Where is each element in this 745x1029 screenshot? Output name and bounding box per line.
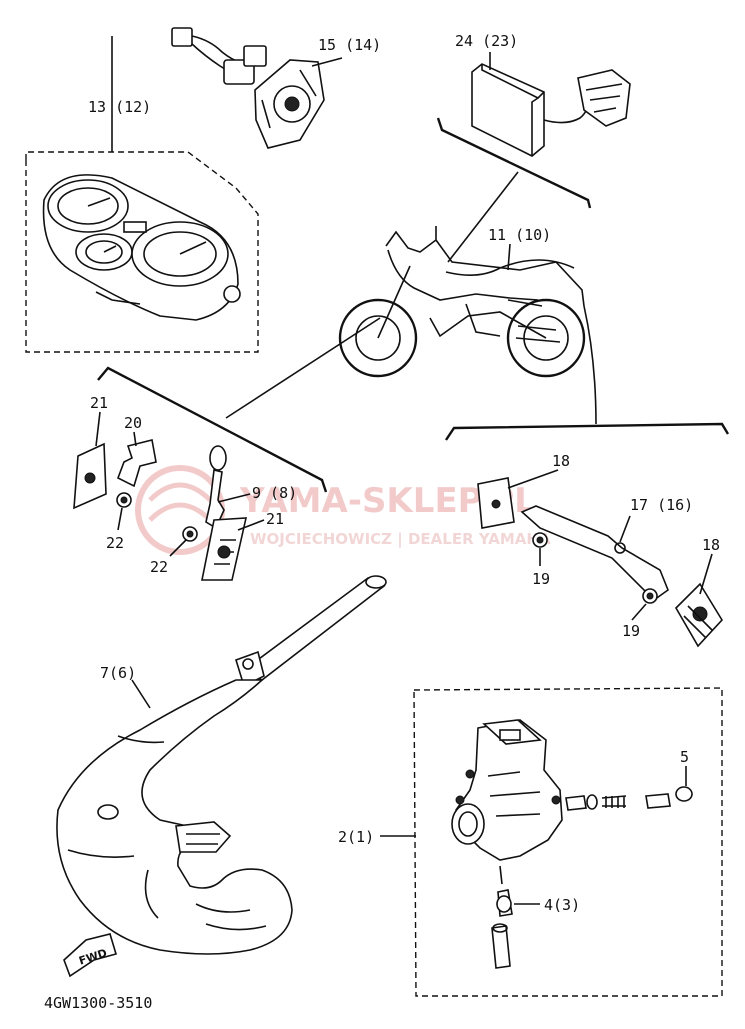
leader-21a	[95, 411, 101, 447]
leader-18b	[699, 553, 713, 595]
label-22a: 22	[106, 534, 124, 552]
part-11-motorcycle-body	[338, 226, 586, 378]
leader-19b	[631, 603, 647, 621]
group-bracket-24	[436, 117, 592, 209]
label-24: 24 (23)	[455, 32, 518, 50]
leader-21b	[237, 519, 265, 531]
label-18a: 18	[552, 452, 570, 470]
part-22-nut-a	[116, 492, 132, 508]
fwd-arrow-icon: FWD	[63, 933, 118, 978]
part-21-reflector-left	[73, 442, 107, 510]
part-7-exhaust-chamber	[56, 575, 387, 955]
group-bracket-left	[97, 366, 328, 493]
part-15-handlebar-switch	[171, 27, 325, 149]
leader-front	[225, 317, 381, 419]
label-5: 5	[680, 748, 689, 766]
label-19a: 19	[532, 570, 550, 588]
watermark-subtitle: WOJCIECHOWICZ | DEALER YAMAHA	[250, 530, 551, 549]
part-21-reflector-right	[201, 517, 248, 581]
label-21b: 21	[266, 510, 284, 528]
leader-11	[507, 243, 511, 271]
leader-18a	[507, 469, 559, 489]
part-2-carburetor-assembly	[413, 687, 723, 997]
label-15: 15 (14)	[318, 36, 381, 54]
label-7: 7(6)	[100, 664, 136, 682]
label-13: 13 (12)	[88, 98, 151, 116]
label-18b: 18	[702, 536, 720, 554]
part-20-bracket	[116, 439, 157, 488]
diagram-code: 4GW1300-3510	[44, 994, 152, 1012]
label-9: 9 (8)	[252, 484, 297, 502]
label-20: 20	[124, 414, 142, 432]
part-17-license-bracket	[520, 505, 669, 602]
leader-17	[619, 515, 631, 543]
part-18-reflector-bottom	[674, 582, 723, 648]
leader-7	[131, 679, 151, 709]
label-19b: 19	[622, 622, 640, 640]
leader-rear	[583, 305, 597, 425]
part-18-reflector-top	[477, 477, 515, 529]
label-4: 4(3)	[544, 896, 580, 914]
label-2: 2(1)	[338, 828, 374, 846]
label-21a: 21	[90, 394, 108, 412]
leader-22a	[117, 507, 123, 531]
part-13-meter-assembly	[25, 151, 259, 353]
group-bracket-right	[445, 422, 730, 441]
leader-20	[133, 431, 137, 447]
label-22b: 22	[150, 558, 168, 576]
label-11: 11 (10)	[488, 226, 551, 244]
leader-24	[447, 171, 519, 263]
leader-9	[217, 493, 251, 503]
part-22-nut-b	[182, 526, 198, 542]
part-24-igniter-unit	[471, 63, 631, 157]
part-19-nut-a	[532, 532, 548, 548]
part-19-nut-b	[642, 588, 658, 604]
label-17: 17 (16)	[630, 496, 693, 514]
leader-15	[311, 57, 343, 67]
leader-22b	[169, 539, 187, 557]
